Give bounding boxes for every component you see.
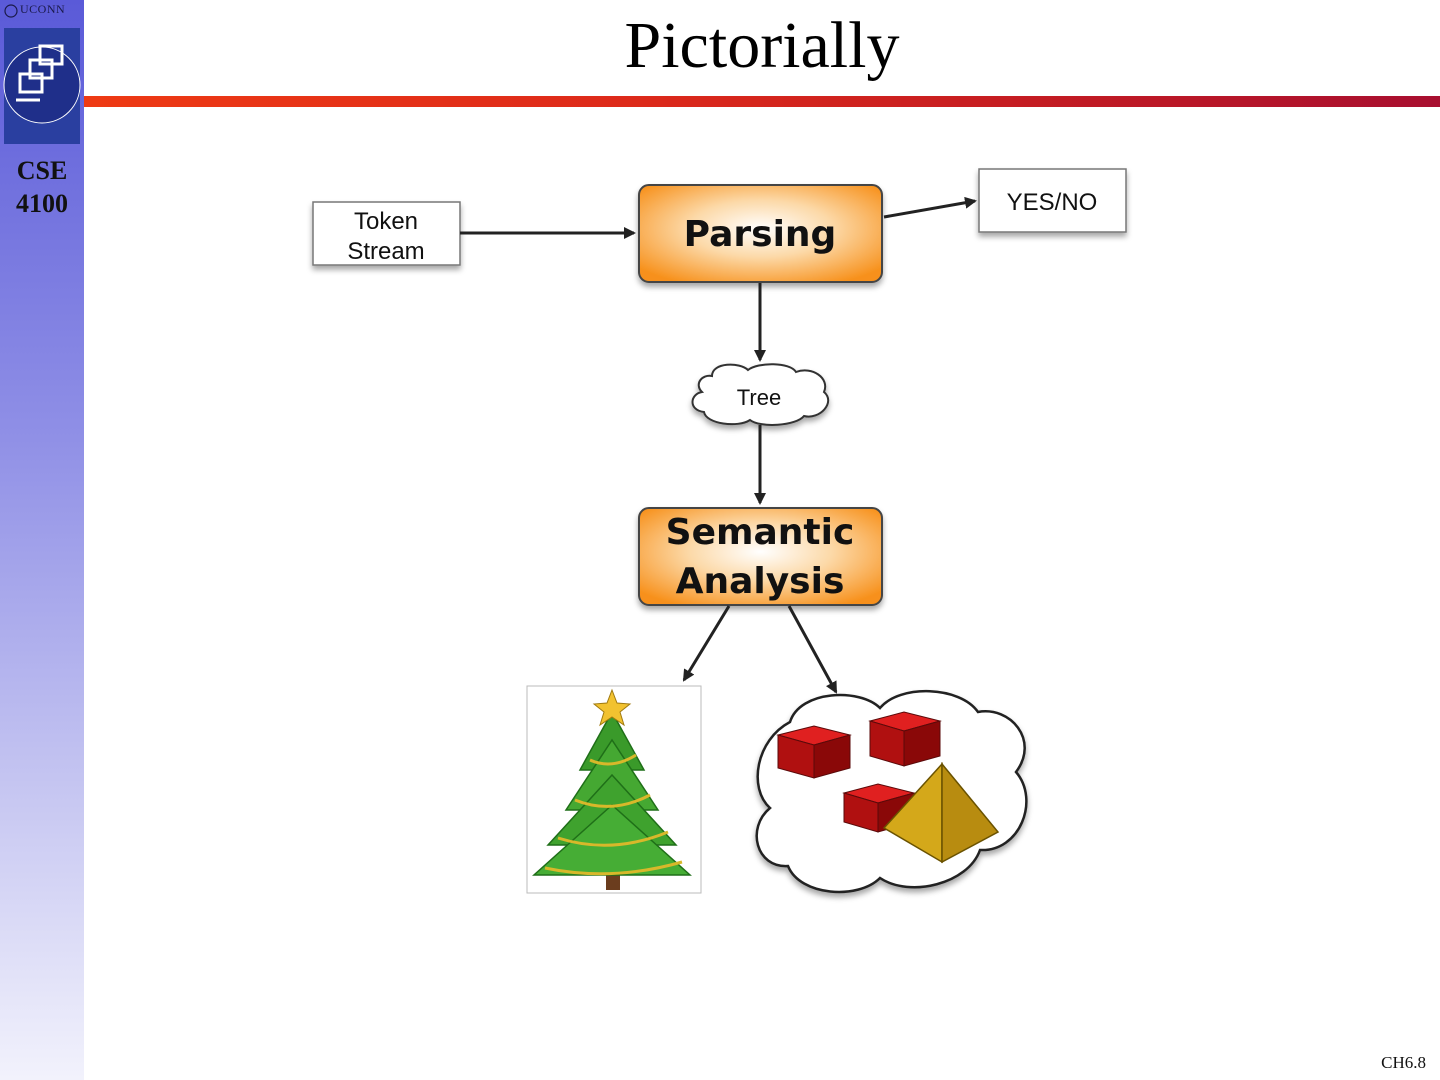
arrow-parsing-to-yesno (883, 196, 977, 219)
semantic-label-line2: Analysis (676, 561, 845, 602)
tree-label: Tree (737, 385, 781, 410)
page-number: CH6.8 (1381, 1053, 1426, 1072)
yes-no-label: YES/NO (1007, 189, 1098, 216)
shapes-cloud-image (755, 690, 1028, 894)
course-label: CSE 4100 (0, 154, 84, 220)
sidebar: UCONN CSE 4100 (0, 0, 84, 1080)
yes-no-box: YES/NO (978, 168, 1127, 233)
parsing-box: Parsing (638, 184, 883, 283)
uconn-logo-text: UCONN (20, 2, 66, 16)
diagram-arrows (460, 196, 977, 694)
arrow-semantic-to-christmas-tree (682, 605, 731, 682)
parsing-label: Parsing (684, 214, 837, 255)
title-underline (84, 96, 1440, 107)
token-stream-line2: Stream (347, 238, 424, 265)
tree-cloud: Tree (691, 363, 830, 426)
semantic-label-line1: Semantic (666, 512, 855, 553)
token-stream-box: Token Stream (312, 201, 461, 266)
semantic-analysis-box: Semantic Analysis (638, 507, 883, 606)
arrow-semantic-to-shapes (787, 605, 838, 694)
department-logo: UCONN (0, 0, 84, 146)
course-code: CSE (16, 156, 68, 185)
course-number: 4100 (16, 189, 68, 218)
token-stream-line1: Token (354, 208, 418, 235)
slide-title: Pictorially (624, 9, 900, 82)
christmas-tree-image (526, 685, 702, 894)
